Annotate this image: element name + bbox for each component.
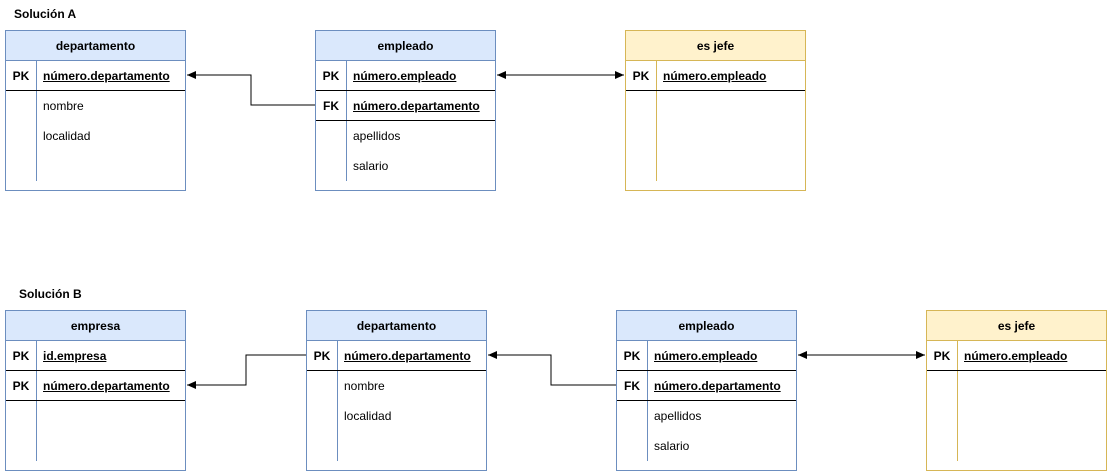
pk-label: PK — [313, 349, 331, 363]
entity-title: es jefe — [626, 31, 805, 61]
connector-departamento-empresa-b — [187, 354, 306, 389]
fk-label: FK — [323, 99, 339, 113]
pk-row: PK número.departamento — [6, 61, 185, 91]
section-title-b: Solución B — [19, 287, 82, 301]
entity-title: empleado — [617, 311, 796, 341]
fk-row: FK número.departamento — [316, 91, 495, 121]
entity-title: empleado — [316, 31, 495, 61]
fk-row: FK número.departamento — [617, 371, 796, 401]
pk-row: PK número.departamento — [6, 371, 185, 401]
field-localidad: localidad — [43, 129, 91, 143]
entity-departamento-a[interactable]: departamento PK número.departamento nomb… — [5, 30, 186, 191]
pk-label: PK — [322, 69, 340, 83]
key-column-divider — [36, 341, 37, 461]
field-row: salario — [316, 151, 495, 181]
entity-es-jefe-a[interactable]: es jefe PK número.empleado — [625, 30, 806, 191]
pk-label: PK — [933, 349, 951, 363]
pk-row: PK id.empresa — [6, 341, 185, 371]
pk-label: PK — [623, 349, 641, 363]
pk-row: PK número.empleado — [617, 341, 796, 371]
entity-empleado-b[interactable]: empleado PK número.empleado FK número.de… — [616, 310, 797, 471]
key-column-divider — [36, 61, 37, 181]
pk-field: número.empleado — [663, 69, 767, 83]
key-column-divider — [957, 341, 958, 461]
field-row: localidad — [307, 401, 486, 431]
key-column-divider — [337, 341, 338, 461]
key-column-divider — [346, 61, 347, 181]
entity-title: empresa — [6, 311, 185, 341]
key-column-divider — [647, 341, 648, 461]
fk-label: FK — [624, 379, 640, 393]
pk-label: PK — [12, 69, 30, 83]
pk-field: número.empleado — [964, 349, 1068, 363]
pk-row: PK número.departamento — [307, 341, 486, 371]
connector-fk-departamento-b — [488, 351, 616, 386]
field-nombre: nombre — [43, 99, 84, 113]
entity-title: es jefe — [927, 311, 1106, 341]
pk-field: número.departamento — [344, 349, 471, 363]
field-nombre: nombre — [344, 379, 385, 393]
entity-title: departamento — [307, 311, 486, 341]
entity-empleado-a[interactable]: empleado PK número.empleado FK número.de… — [315, 30, 496, 191]
entity-title: departamento — [6, 31, 185, 61]
field-row: salario — [617, 431, 796, 461]
pk-field: número.empleado — [654, 349, 758, 363]
field-row: apellidos — [316, 121, 495, 151]
field-localidad: localidad — [344, 409, 392, 423]
pk-row: PK número.empleado — [626, 61, 805, 91]
field-row: apellidos — [617, 401, 796, 431]
entity-empresa-b[interactable]: empresa PK id.empresa PK número.departam… — [5, 310, 186, 471]
field-row: nombre — [6, 91, 185, 121]
fk-field: número.departamento — [353, 99, 480, 113]
pk-field: id.empresa — [43, 349, 107, 363]
connector-fk-departamento-a — [187, 71, 315, 106]
field-apellidos: apellidos — [353, 129, 401, 143]
field-row: localidad — [6, 121, 185, 151]
pk-label: PK — [632, 69, 650, 83]
field-apellidos: apellidos — [654, 409, 702, 423]
pk-field: número.empleado — [353, 69, 457, 83]
key-column-divider — [656, 61, 657, 181]
section-title-a: Solución A — [14, 7, 77, 21]
field-salario: salario — [353, 159, 389, 173]
pk-row: PK número.empleado — [316, 61, 495, 91]
pk-label: PK — [12, 379, 30, 393]
field-salario: salario — [654, 439, 690, 453]
field-row: nombre — [307, 371, 486, 401]
entity-es-jefe-b[interactable]: es jefe PK número.empleado — [926, 310, 1107, 471]
pk-label: PK — [12, 349, 30, 363]
pk-row: PK número.empleado — [927, 341, 1106, 371]
pk-field: número.departamento — [43, 69, 170, 83]
fk-field: número.departamento — [654, 379, 781, 393]
pk-field: número.departamento — [43, 379, 170, 393]
